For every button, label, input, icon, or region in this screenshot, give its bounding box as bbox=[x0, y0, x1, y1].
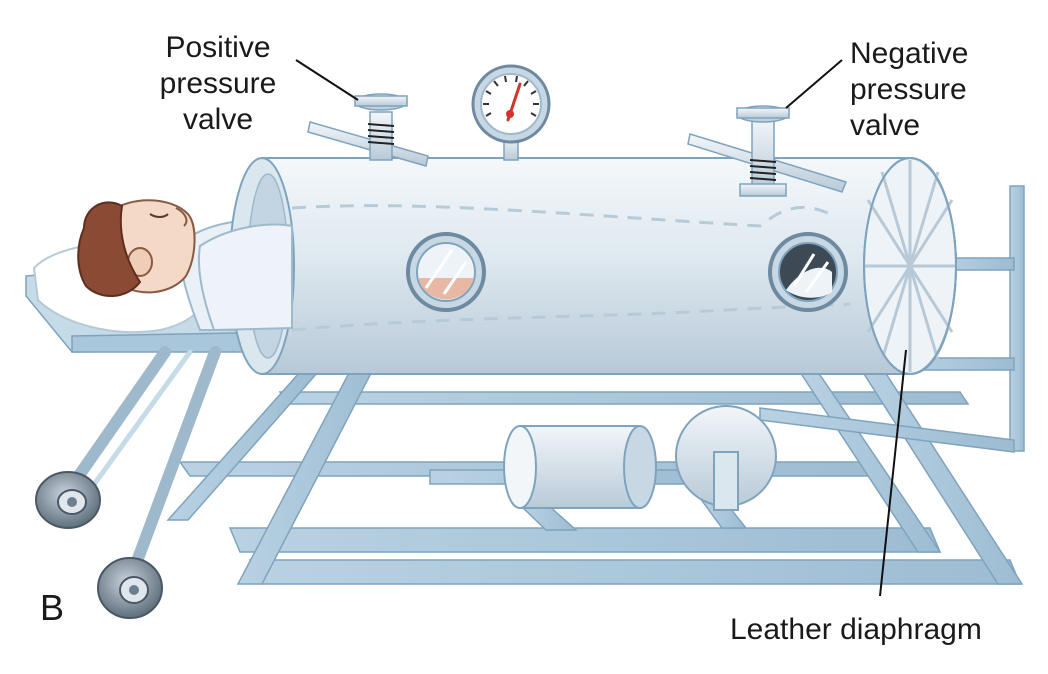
leather-diaphragm bbox=[863, 157, 957, 375]
leader-lines bbox=[295, 59, 907, 597]
positive-pressure-valve bbox=[307, 93, 429, 167]
motor-cylinder bbox=[503, 425, 657, 509]
leather-diaphragm-label: Leather diaphragm bbox=[730, 613, 982, 646]
porthole-left bbox=[406, 232, 486, 312]
positive-pressure-valve-label: Positive pressure valve bbox=[159, 31, 277, 136]
bellows-pump bbox=[675, 405, 777, 511]
pressure-gauge bbox=[471, 64, 551, 161]
patient-shoulder bbox=[197, 223, 293, 332]
negative-pressure-valve-label: Negative pressure valve bbox=[850, 37, 969, 142]
stretcher-wheel-front bbox=[97, 557, 163, 619]
panel-letter: B bbox=[40, 587, 65, 628]
negative-pressure-valve bbox=[687, 105, 847, 197]
stretcher-wheel-rear bbox=[35, 471, 101, 529]
porthole-right bbox=[768, 232, 848, 312]
support-frame bbox=[166, 185, 1025, 585]
